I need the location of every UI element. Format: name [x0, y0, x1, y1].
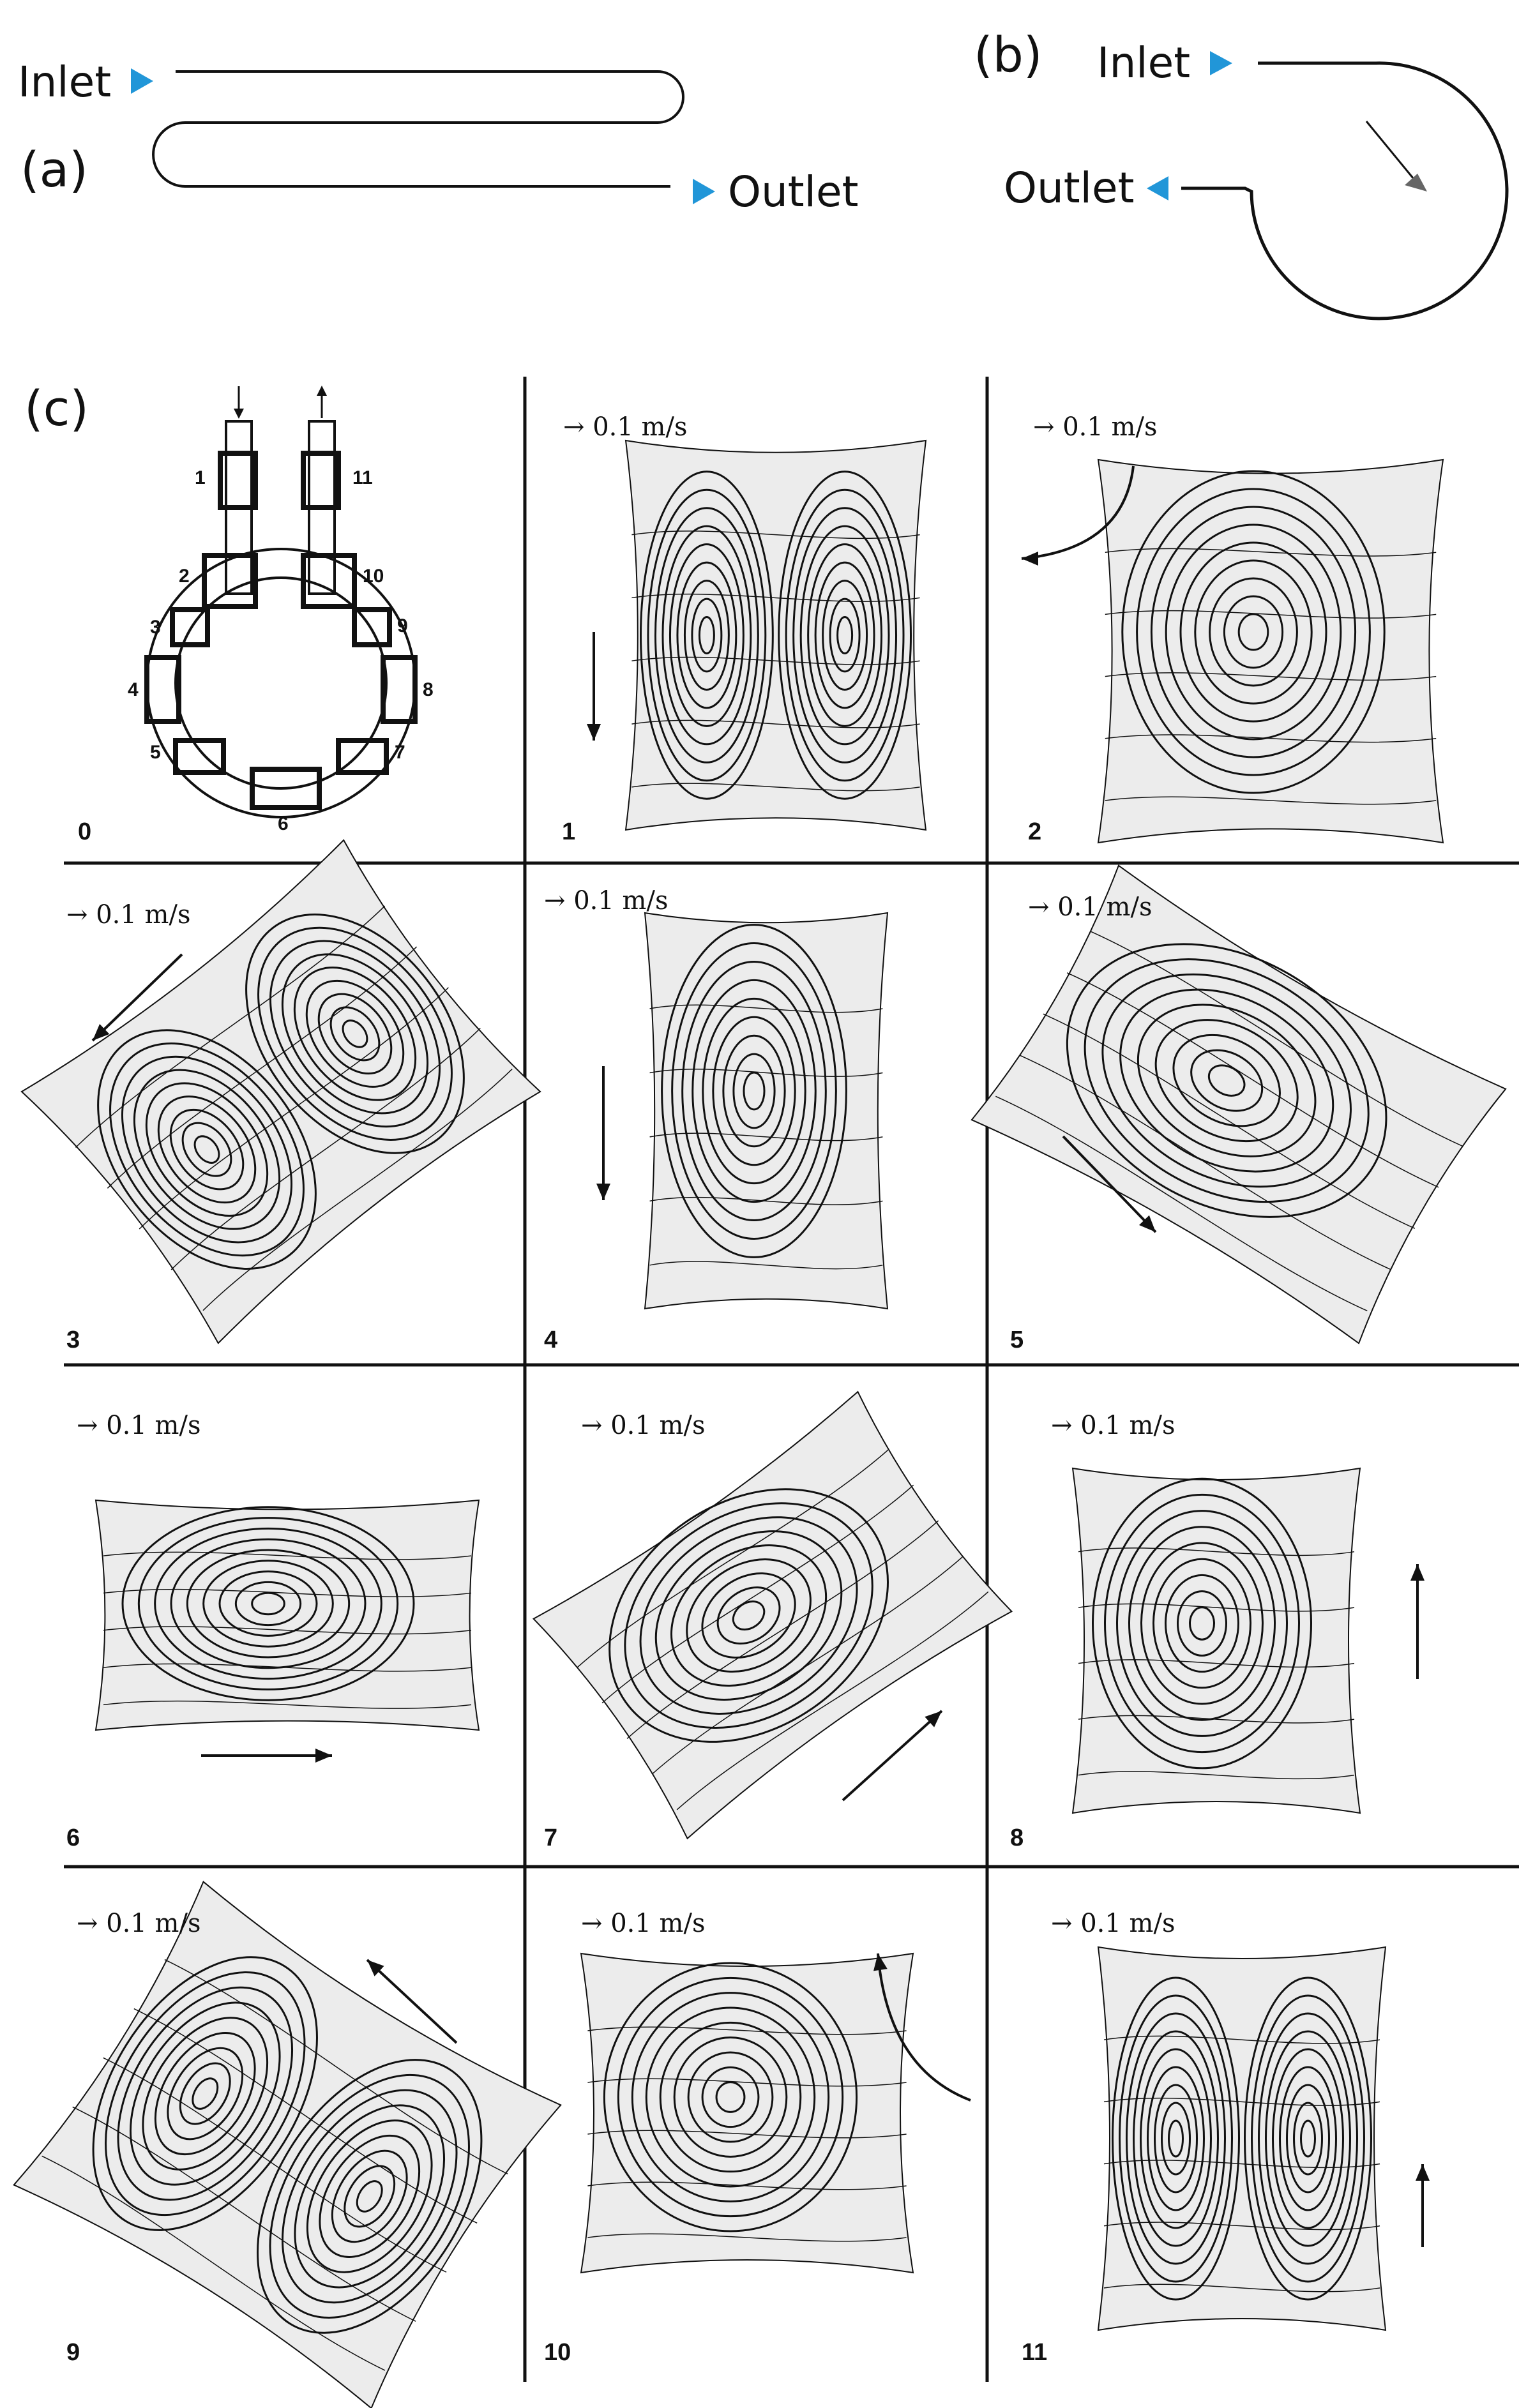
outlet-marker-icon: [693, 179, 715, 204]
panel-number-6: 6: [66, 1825, 80, 1851]
section-number: 10: [363, 566, 384, 587]
section-number: 1: [195, 467, 206, 488]
section-number: 11: [352, 467, 373, 488]
section-number: 7: [395, 742, 405, 763]
scale-label-6: → 0.1 m/s: [77, 1411, 201, 1440]
section-number: 6: [278, 813, 289, 834]
panel-number-8: 8: [1010, 1825, 1024, 1851]
section-number: 9: [397, 615, 408, 636]
panel-number-11: 11: [1022, 2339, 1048, 2366]
up-arrow-icon: [317, 386, 327, 396]
panel-number-7: 7: [544, 1825, 558, 1851]
panel-c-label: (c): [24, 380, 89, 437]
panel-b-outlet-label: Outlet: [1004, 163, 1135, 213]
panel-number-3: 3: [66, 1327, 80, 1353]
panel-number-9: 9: [66, 2339, 80, 2366]
radius-arrow: [1365, 121, 1417, 183]
section-number: 8: [423, 679, 434, 700]
flow-field-3: [20, 839, 541, 1344]
flow-field-4: [644, 912, 889, 1310]
outlet-marker-icon: [1147, 176, 1168, 200]
section-number: 2: [179, 566, 190, 587]
flow-field-2: [1097, 458, 1444, 844]
circular-channel-diagram: [1147, 51, 1509, 320]
section-number: 3: [150, 617, 161, 638]
flow-field-7: [532, 1390, 1013, 1840]
scale-label-1: → 0.1 m/s: [563, 412, 688, 442]
flow-field-10: [580, 1952, 914, 2274]
serpentine-channel: [152, 70, 684, 188]
section-number: 5: [150, 742, 161, 763]
circular-channel: [1181, 61, 1509, 320]
flow-field-11: [1097, 1946, 1387, 2331]
panel-a-inlet-label: Inlet: [18, 57, 112, 107]
section-schematic: 1 2 3 4 5 6 7 8 9 10 11: [128, 386, 434, 834]
inlet-marker-icon: [1210, 51, 1232, 75]
panel-a-label: (a): [20, 141, 88, 198]
section-number: 4: [128, 679, 139, 700]
flow-field-6: [94, 1499, 480, 1731]
panel-number-10: 10: [544, 2339, 571, 2366]
scale-label-11: → 0.1 m/s: [1051, 1909, 1175, 1938]
flow-field-5: [971, 864, 1507, 1344]
panel-number-2: 2: [1028, 818, 1042, 845]
panel-number-4: 4: [544, 1327, 558, 1353]
scale-label-2: → 0.1 m/s: [1033, 412, 1158, 442]
radius-arrowhead-icon: [1405, 174, 1427, 192]
panel-number-0: 0: [78, 818, 92, 845]
down-arrow-icon: [234, 409, 244, 419]
panel-a-outlet-label: Outlet: [728, 167, 859, 216]
scale-label-3: → 0.1 m/s: [66, 900, 191, 929]
flow-field-9: [13, 1881, 562, 2408]
scale-label-9: → 0.1 m/s: [77, 1909, 201, 1938]
scale-label-8: → 0.1 m/s: [1051, 1411, 1175, 1440]
panel-number-1: 1: [562, 818, 576, 845]
scale-label-10: → 0.1 m/s: [581, 1909, 706, 1938]
panel-number-5: 5: [1010, 1327, 1024, 1353]
scale-label-7: → 0.1 m/s: [581, 1411, 706, 1440]
flow-field-8: [1071, 1467, 1361, 1814]
flow-field-1: [624, 439, 927, 831]
inlet-marker-icon: [131, 68, 153, 94]
panel-b-inlet-label: Inlet: [1097, 38, 1191, 87]
serpentine-channel-diagram: [131, 68, 715, 204]
panel-b-label: (b): [974, 26, 1043, 83]
scale-label-4: → 0.1 m/s: [544, 886, 669, 915]
scale-label-5: → 0.1 m/s: [1028, 892, 1152, 922]
